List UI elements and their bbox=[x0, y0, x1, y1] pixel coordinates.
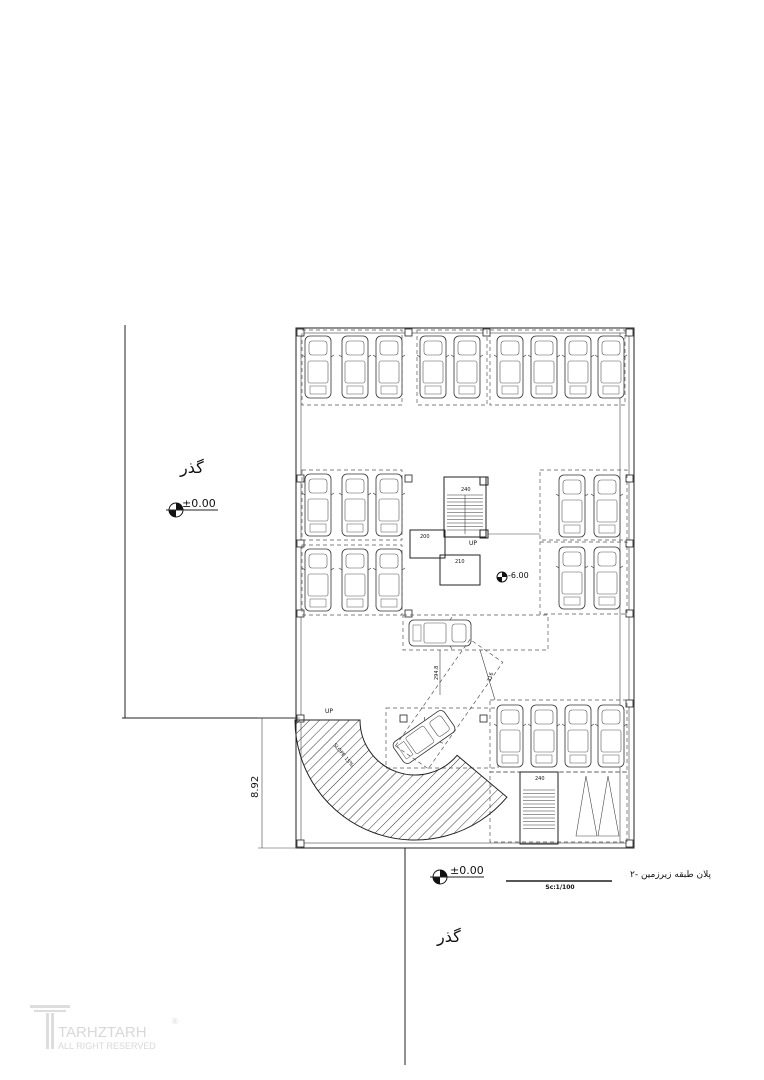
curved-ramp: UP SLOPE 15% 294.8 316 bbox=[294, 638, 508, 841]
street-label-top: گذر bbox=[179, 458, 204, 478]
dimension-value: 8.92 bbox=[250, 776, 261, 798]
parked-car bbox=[338, 473, 372, 537]
parked-cars bbox=[301, 335, 628, 769]
parked-car bbox=[301, 473, 335, 537]
parked-car bbox=[555, 474, 589, 538]
columns bbox=[296, 328, 634, 848]
svg-text:®: ® bbox=[172, 1017, 178, 1026]
parked-car bbox=[338, 335, 372, 399]
ramp-dimension-2: 316 bbox=[486, 672, 495, 683]
svg-text:ALL RIGHT RESERVED: ALL RIGHT RESERVED bbox=[58, 1041, 156, 1051]
parked-car bbox=[493, 704, 527, 768]
parked-car bbox=[590, 474, 624, 538]
parked-car bbox=[416, 335, 450, 399]
column bbox=[625, 699, 634, 708]
column bbox=[625, 328, 634, 337]
column bbox=[296, 839, 305, 848]
parked-car bbox=[594, 704, 628, 768]
drawing-scale: Sc:1/100 bbox=[545, 884, 574, 891]
street-label-bottom: گذر bbox=[436, 927, 461, 947]
street-boundary bbox=[122, 325, 406, 1065]
lower-stair-width-label: 240 bbox=[535, 776, 545, 782]
drawing-title: پلان طبقه زیرزمین -۲ bbox=[630, 870, 711, 880]
parked-car bbox=[527, 335, 561, 399]
column bbox=[482, 328, 491, 337]
column bbox=[296, 609, 305, 618]
column bbox=[625, 609, 634, 618]
parked-car bbox=[561, 704, 595, 768]
parked-car bbox=[301, 548, 335, 612]
ramp-dimension-1: 294.8 bbox=[434, 666, 440, 680]
column bbox=[404, 609, 413, 618]
stair-width-label: 240 bbox=[461, 487, 471, 493]
street-level-top-text: ±0.00 bbox=[182, 497, 216, 510]
svg-text:TARHZTARH: TARHZTARH bbox=[58, 1024, 147, 1041]
column bbox=[296, 328, 305, 337]
street-level-marker-top: ±0.00 bbox=[166, 497, 218, 518]
ramp-up-label: UP bbox=[325, 708, 333, 715]
floor-level-text: -6.00 bbox=[508, 571, 529, 580]
column bbox=[625, 539, 634, 548]
parked-car bbox=[372, 473, 406, 537]
column bbox=[479, 714, 488, 723]
parked-car bbox=[372, 335, 406, 399]
column bbox=[399, 714, 408, 723]
street-level-marker-bottom: ±0.00 bbox=[430, 864, 484, 885]
lower-stair: 240 bbox=[519, 771, 620, 845]
parked-car bbox=[372, 548, 406, 612]
stair-up-label: UP bbox=[469, 540, 477, 547]
side-dimension: 8.92 bbox=[250, 717, 300, 849]
parked-car bbox=[450, 335, 484, 399]
parked-car bbox=[590, 546, 624, 610]
parked-car bbox=[555, 546, 589, 610]
shaft-width-label: 210 bbox=[455, 559, 465, 565]
elevator-width-label: 200 bbox=[420, 534, 430, 540]
parked-car bbox=[594, 335, 628, 399]
title-block: پلان طبقه زیرزمین -۲ Sc:1/100 bbox=[506, 870, 711, 891]
parked-car bbox=[561, 335, 595, 399]
parked-car bbox=[338, 548, 372, 612]
column bbox=[625, 839, 634, 848]
parked-car bbox=[527, 704, 561, 768]
floor-level-marker: -6.00 bbox=[496, 571, 529, 583]
street-level-bottom-text: ±0.00 bbox=[450, 864, 484, 877]
parked-car bbox=[493, 335, 527, 399]
column bbox=[296, 539, 305, 548]
tarhztarh-logo: TARHZTARH ALL RIGHT RESERVED ® bbox=[30, 1005, 178, 1051]
column bbox=[296, 474, 305, 483]
parked-car bbox=[301, 335, 335, 399]
column bbox=[404, 474, 413, 483]
parked-car bbox=[408, 616, 472, 650]
stair-core: 240 UP 200 210 bbox=[409, 476, 540, 586]
column bbox=[625, 474, 634, 483]
column bbox=[404, 328, 413, 337]
